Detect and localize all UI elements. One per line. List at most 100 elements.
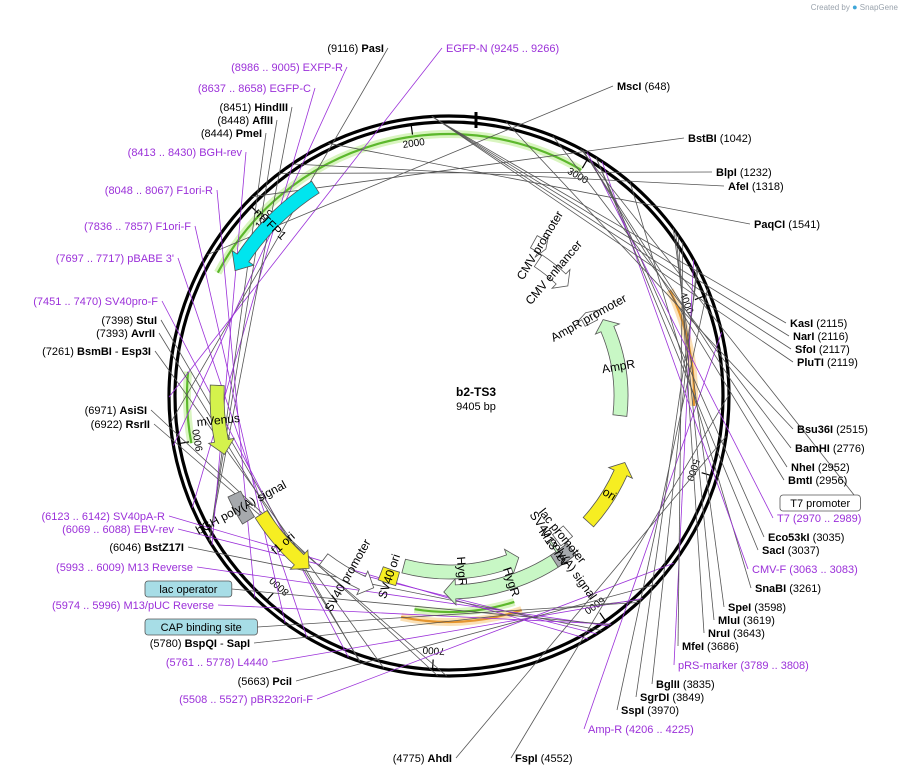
label-part: (6971) bbox=[85, 405, 120, 417]
primer-label: (5993 .. 6009) M13 Reverse bbox=[56, 562, 193, 574]
label-part: PciI bbox=[272, 676, 292, 688]
label-part: (6069 .. 6088) EBV-rev bbox=[62, 524, 174, 536]
label-part: (5508 .. 5527) pBR322ori-F bbox=[179, 694, 313, 706]
label-part: (9245 .. 9266) bbox=[488, 43, 560, 55]
label-part: (5780) bbox=[150, 638, 185, 650]
label-part: NheI bbox=[791, 462, 815, 474]
label-part: Amp-R (4206 .. 4225) bbox=[588, 724, 694, 736]
enzyme-site-label: (6046) BstZ17I bbox=[109, 542, 184, 554]
plasmid-name: b2-TS3 bbox=[456, 385, 496, 399]
leader-line bbox=[252, 137, 685, 198]
primer-label: pRS-marker (3789 .. 3808) bbox=[678, 660, 809, 672]
label-part: BspQI bbox=[185, 638, 217, 650]
label-part: (3261) bbox=[786, 583, 821, 595]
label-part: (8451) bbox=[220, 102, 255, 114]
label-part: PasI bbox=[361, 43, 384, 55]
leader-line bbox=[191, 87, 316, 508]
label-box bbox=[779, 494, 861, 512]
plasmid-backbone bbox=[167, 112, 731, 678]
label-part: EGFP-N bbox=[446, 43, 488, 55]
leader-line bbox=[292, 163, 725, 187]
enzyme-site-label: (8444) PmeI bbox=[201, 128, 262, 140]
label-part: (8048 .. 8067) F1ori-R bbox=[105, 185, 213, 197]
leader-line bbox=[153, 423, 448, 677]
leader-line bbox=[253, 599, 641, 644]
enzyme-site-label: FspI (4552) bbox=[515, 753, 572, 765]
label-box bbox=[144, 618, 258, 636]
label-part: (3643) bbox=[730, 628, 765, 640]
enzyme-site-label: AfeI (1318) bbox=[728, 181, 784, 193]
label-part: AfeI bbox=[728, 181, 749, 193]
leader-line bbox=[431, 116, 792, 350]
label-part: FspI bbox=[515, 753, 538, 765]
leader-line bbox=[177, 257, 308, 638]
primer-label: (8413 .. 8430) BGH-rev bbox=[128, 147, 243, 159]
primer-label: (5761 .. 5778) L4440 bbox=[166, 657, 268, 669]
label-part: (2115) bbox=[813, 318, 847, 330]
leader-line bbox=[328, 142, 751, 225]
leader-line bbox=[431, 116, 790, 337]
feature-cmv-promoter-arrow bbox=[529, 235, 549, 258]
label-part: (9116) bbox=[327, 43, 361, 55]
label-part: (3035) bbox=[810, 532, 845, 544]
label-part: BamHI bbox=[795, 443, 830, 455]
enzyme-site-label: (9116) PasI bbox=[327, 43, 384, 55]
leader-line bbox=[150, 409, 438, 677]
enzyme-site-label: BstBI (1042) bbox=[688, 133, 752, 145]
label-part: AflII bbox=[252, 115, 273, 127]
feature-mtfp1-arrow bbox=[231, 180, 320, 272]
label-part: (1318) bbox=[749, 181, 784, 193]
label-part: AsiSI bbox=[119, 405, 147, 417]
label-part: (2119) bbox=[824, 357, 858, 369]
label-part: (8637 .. 8658) EGFP-C bbox=[198, 83, 311, 95]
enzyme-site-label: Eco53kI (3035) bbox=[768, 532, 844, 544]
label-part: SnaBI bbox=[755, 583, 786, 595]
enzyme-site-label: (4775) AhdI bbox=[393, 753, 452, 765]
feature-label: ori bbox=[600, 485, 619, 504]
label-part: (4552) bbox=[538, 753, 573, 765]
label-part: BsmBI bbox=[77, 346, 112, 358]
label-part: (2117) bbox=[816, 344, 850, 356]
label-part: (7261) bbox=[42, 346, 77, 358]
leader-line bbox=[586, 152, 774, 519]
feature-ampr-promoter-arrow bbox=[576, 309, 600, 327]
label-part: (648) bbox=[641, 81, 670, 93]
label-part: (2116) bbox=[814, 331, 848, 343]
tick-label: 2000 bbox=[402, 137, 426, 151]
label-part: (1232) bbox=[737, 167, 772, 179]
label-part: MfeI bbox=[682, 641, 704, 653]
feature-ori-arrow bbox=[582, 462, 634, 528]
label-part: (8448) bbox=[217, 115, 252, 127]
enzyme-site-label: MscI (648) bbox=[617, 81, 670, 93]
label-part: (3037) bbox=[785, 545, 820, 557]
label-part: (5663) bbox=[238, 676, 273, 688]
enzyme-site-label: SacI (3037) bbox=[762, 545, 820, 557]
primer-label: (5508 .. 5527) pBR322ori-F bbox=[179, 694, 313, 706]
label-part: SapI bbox=[227, 638, 250, 650]
leader-line bbox=[279, 171, 713, 174]
enzyme-site-label: Bsu36I (2515) bbox=[797, 424, 868, 436]
backbone-outer-strand bbox=[167, 114, 731, 678]
tick-mark bbox=[266, 592, 274, 601]
label-part: (3970) bbox=[644, 705, 679, 717]
label-part: (3686) bbox=[704, 641, 739, 653]
tick-label: 9000 bbox=[191, 428, 206, 452]
feature-hygr-arrow bbox=[443, 543, 577, 606]
enzyme-site-label: BglII (3835) bbox=[656, 679, 715, 691]
enzyme-site-label: MfeI (3686) bbox=[682, 641, 739, 653]
enzyme-site-label: PluTI (2119) bbox=[797, 357, 858, 369]
label-part: PaqCI bbox=[754, 219, 785, 231]
primer-label: (6123 .. 6142) SV40pA-R bbox=[41, 511, 165, 523]
leader-line bbox=[173, 66, 348, 446]
enzyme-site-label: SfoI (2117) bbox=[795, 344, 850, 356]
credit-brand: SnapGene bbox=[859, 3, 898, 12]
label-part: - bbox=[217, 638, 227, 650]
feature-cmv-enhancer-arrow bbox=[533, 254, 571, 289]
leader-line bbox=[208, 106, 293, 541]
enzyme-site-label: KasI (2115) bbox=[790, 318, 847, 330]
label-part: (2776) bbox=[830, 443, 865, 455]
label-part: (6123 .. 6142) SV40pA-R bbox=[41, 511, 165, 523]
label-part: (7398) bbox=[101, 315, 136, 327]
